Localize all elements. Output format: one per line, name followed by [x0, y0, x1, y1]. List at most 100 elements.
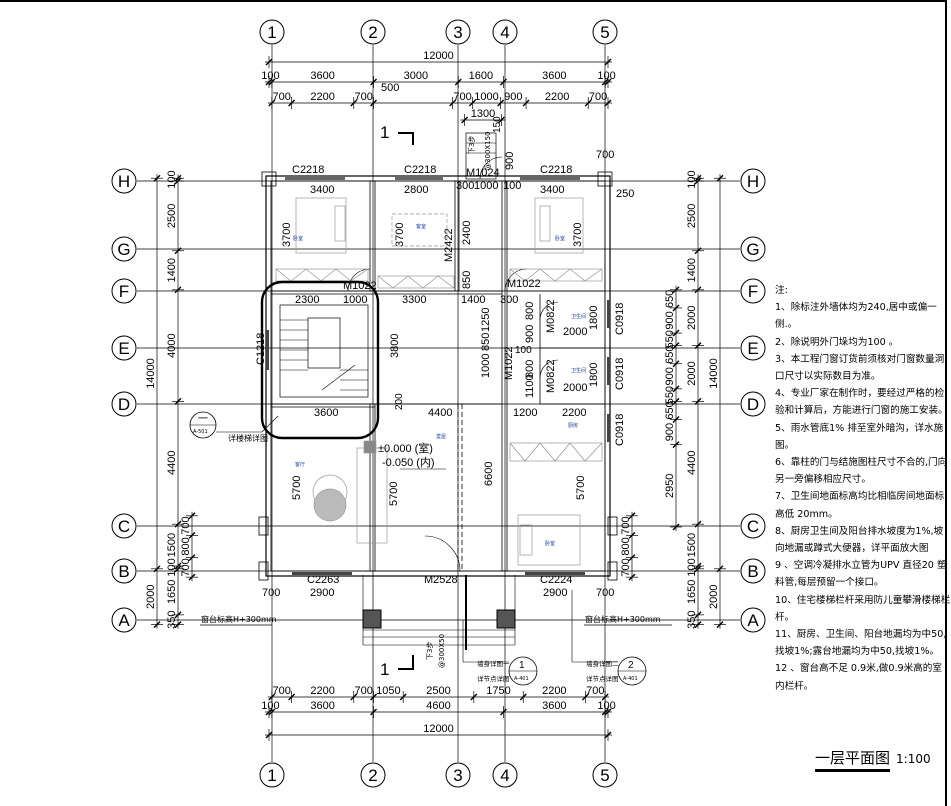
dimension-label: 2200 [310, 685, 334, 697]
axis-bubble [111, 607, 137, 633]
dimension-label: 4400 [686, 451, 698, 475]
inner-dimensions: 3400 2800 3400 300 1000 100 3700 3700 24… [262, 82, 634, 599]
axis-label: G [117, 240, 130, 259]
room-label: 卧室 [293, 235, 303, 242]
dim-label: 200 [394, 393, 405, 410]
window-label: C2218 [540, 164, 572, 176]
bed [517, 514, 581, 566]
dimension-label: 4600 [426, 700, 450, 712]
axis-bubble [360, 762, 386, 788]
dim-label: 1100 [524, 374, 536, 398]
porch-column [362, 609, 382, 629]
dim-label: 2200 [562, 407, 586, 419]
dimension-label: 700 [453, 91, 471, 103]
dim-label: 3400 [540, 184, 564, 196]
dimension-label: 700 [354, 91, 372, 103]
dimension-label: 100 [261, 700, 279, 712]
dim-label: 5700 [291, 476, 303, 500]
rug [313, 488, 347, 522]
axis-label: C [747, 517, 759, 536]
dim-label: 3300 [402, 294, 426, 306]
axis-label: F [748, 282, 758, 301]
note-item: 6、靠柱的门与结施图柱尺寸不合的,门向另一旁偏移相应尺寸。 [775, 457, 948, 486]
dimension-label: 1500 [166, 533, 178, 557]
note-item: 3、本工程门窗订货前须核对门窗数量洞口尺寸以实际数目为准。 [775, 353, 945, 383]
dimension-label: 100 [686, 558, 698, 576]
axis-label: D [118, 395, 130, 414]
window-label: C1218 [255, 333, 267, 365]
room-label: 卫生间 [571, 313, 586, 320]
dimension-label: 700 [273, 685, 291, 697]
dimension-label: 900 [664, 367, 676, 385]
axis-bubble [111, 391, 137, 417]
dimension-label: 2500 [426, 685, 450, 697]
note-item: 2、除说明外门垛均为100 。 [775, 336, 899, 348]
window-label: C0918 [614, 414, 626, 446]
dim-label: 800 [524, 360, 536, 378]
dim-label: 4400 [428, 407, 452, 419]
dim-label: 100 [515, 345, 532, 356]
dim-label: 2300 [295, 294, 319, 306]
dimension-label: 700 [620, 558, 632, 576]
dimension-label: 1400 [686, 258, 698, 282]
axis-bubble [445, 19, 471, 45]
axis-label: 5 [600, 766, 609, 785]
dimension-label: 1750 [486, 685, 510, 697]
axis-label: 1 [267, 766, 276, 785]
dimension-label: 2000 [708, 584, 720, 608]
step-note: @300X50 [438, 634, 446, 668]
dim-label: 1800 [588, 306, 600, 330]
dim-label: 700 [596, 149, 614, 161]
dimension-label: 1400 [166, 258, 178, 282]
dim-label: 700 [596, 587, 614, 599]
room-label: 客室 [416, 223, 426, 230]
axis-bubble [259, 19, 285, 45]
dimension-label: 900 [664, 311, 676, 329]
porch-column [496, 609, 516, 629]
axis-bubble [740, 335, 766, 361]
axis-bubble [492, 762, 518, 788]
staircase [260, 280, 380, 440]
door-label: M1022 [503, 346, 515, 380]
dimension-label: 3000 [404, 70, 428, 82]
dim-label: 3800 [389, 334, 401, 358]
detail-ref-sheet: A-401 [623, 676, 638, 682]
room-label: 厨房 [568, 422, 578, 429]
dimension-chain-bot3: 12000 [265, 723, 612, 741]
dimension-label: 700 [354, 685, 372, 697]
note-item: 5、雨水管底1% 排至室外暗沟，详水施图。 [775, 422, 944, 451]
dim-label: 100 [503, 180, 521, 192]
detail-ref-number: 2 [628, 660, 634, 671]
dimension-label: 900 [664, 423, 676, 441]
window-label: C2263 [307, 574, 339, 586]
dimension-label: 2500 [686, 204, 698, 228]
dimension-label: 1650 [166, 580, 178, 604]
dimension-label: 2200 [542, 685, 566, 697]
section-mark-bottom: 1 [380, 660, 389, 679]
room-label: 堂屋 [436, 433, 446, 440]
dim-label: 5700 [388, 482, 400, 506]
dim-label: 900 [504, 152, 516, 170]
dimension-label: 650 [664, 290, 676, 308]
dimension-label: 550 [664, 330, 676, 348]
dim-label: 1250 [480, 308, 492, 332]
door-label: M1022 [343, 280, 377, 292]
detail-ref-sheet: A-401 [514, 676, 529, 682]
dim-label: 2900 [310, 587, 334, 599]
room-labels: 卧室 客室 卧室 卫生间 卫生间 厨房 客厅 堂屋 卧室 [293, 223, 586, 547]
axis-bubble [592, 762, 618, 788]
dim-label: 700 [262, 587, 280, 599]
dim-label: 3400 [310, 184, 334, 196]
dimension-label: 800 [180, 537, 192, 555]
dim-label: 500 [381, 82, 399, 94]
axis-bubble [111, 335, 137, 361]
dim-label: 1000 [474, 180, 498, 192]
